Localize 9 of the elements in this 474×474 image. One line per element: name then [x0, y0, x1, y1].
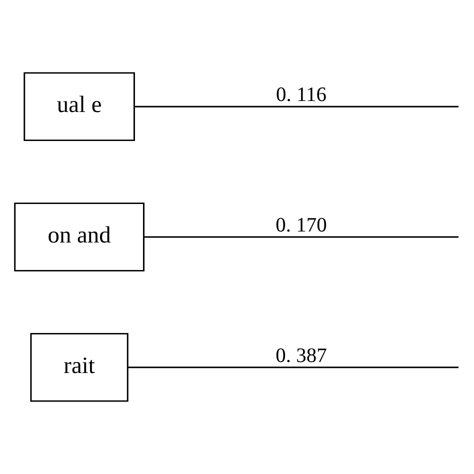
node-box: on and: [14, 202, 144, 272]
node-box: rait: [30, 332, 128, 402]
edge-label: 0. 170: [275, 214, 326, 236]
edge-label: 0. 387: [275, 344, 326, 367]
connector: [134, 106, 458, 108]
connector: [127, 366, 458, 368]
connector: [144, 236, 458, 238]
edge-label: 0. 116: [275, 84, 326, 106]
node-box: ual e: [23, 72, 134, 142]
